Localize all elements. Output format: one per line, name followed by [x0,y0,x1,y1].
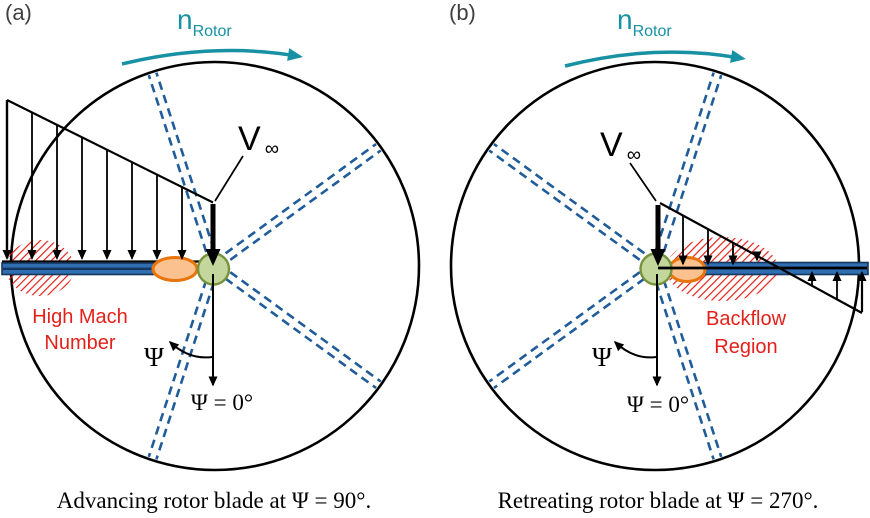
caption-b: Retreating rotor blade at Ψ = 270°. [498,488,819,513]
freestream-pointer-a [214,155,244,202]
backflow-label-line2: Region [714,336,777,358]
high-mach-label-line1: High Mach [32,306,128,328]
blade-root-ellipse-a [151,256,199,282]
freestream-label-a: V∞ [238,120,279,160]
dashed-blade-a-36 [224,142,382,261]
panel-label-a: (a) [5,0,32,25]
rotation-arrow-a [121,48,303,66]
azimuth-symbol-a: Ψ [144,342,164,372]
rotation-label-a: nRotor [177,4,232,40]
azimuth-symbol-b: Ψ [592,342,612,372]
freestream-pointer-b [629,162,657,202]
high-mach-label-line2: Number [44,332,115,354]
dashed-blade-a-324 [224,271,382,390]
azimuth-zero-label-b: Ψ = 0° [627,392,689,417]
backflow-label-line1: Backflow [706,308,787,330]
dashed-blade-b-144 [488,142,646,261]
panel-b: V∞ Ψ Ψ = 0° Backflow Region nRotor (b) R… [449,0,869,513]
caption-a: Advancing rotor blade at Ψ = 90°. [57,488,371,513]
rotation-arrow-b [564,50,746,68]
azimuth-arc-b [613,340,657,359]
panel-a: V∞ Ψ Ψ = 0° High Mach Number nRotor (a) … [1,0,421,513]
panel-label-b: (b) [449,0,476,25]
dashed-blade-b-72 [654,72,723,253]
azimuth-zero-label-a: Ψ = 0° [191,390,253,415]
freestream-label-b: V∞ [600,126,641,166]
dashed-blade-b-288 [654,279,723,460]
velocity-profile-a [2,99,214,260]
blade-root-ellipse-b [667,256,707,283]
rotation-label-b: nRotor [617,4,672,40]
dashed-blade-a-108 [147,72,216,253]
dashed-blade-b-216 [488,271,646,390]
velocity-profile-b [659,202,867,314]
azimuth-arc-a [168,340,213,359]
dashed-blade-a-252 [147,279,216,460]
